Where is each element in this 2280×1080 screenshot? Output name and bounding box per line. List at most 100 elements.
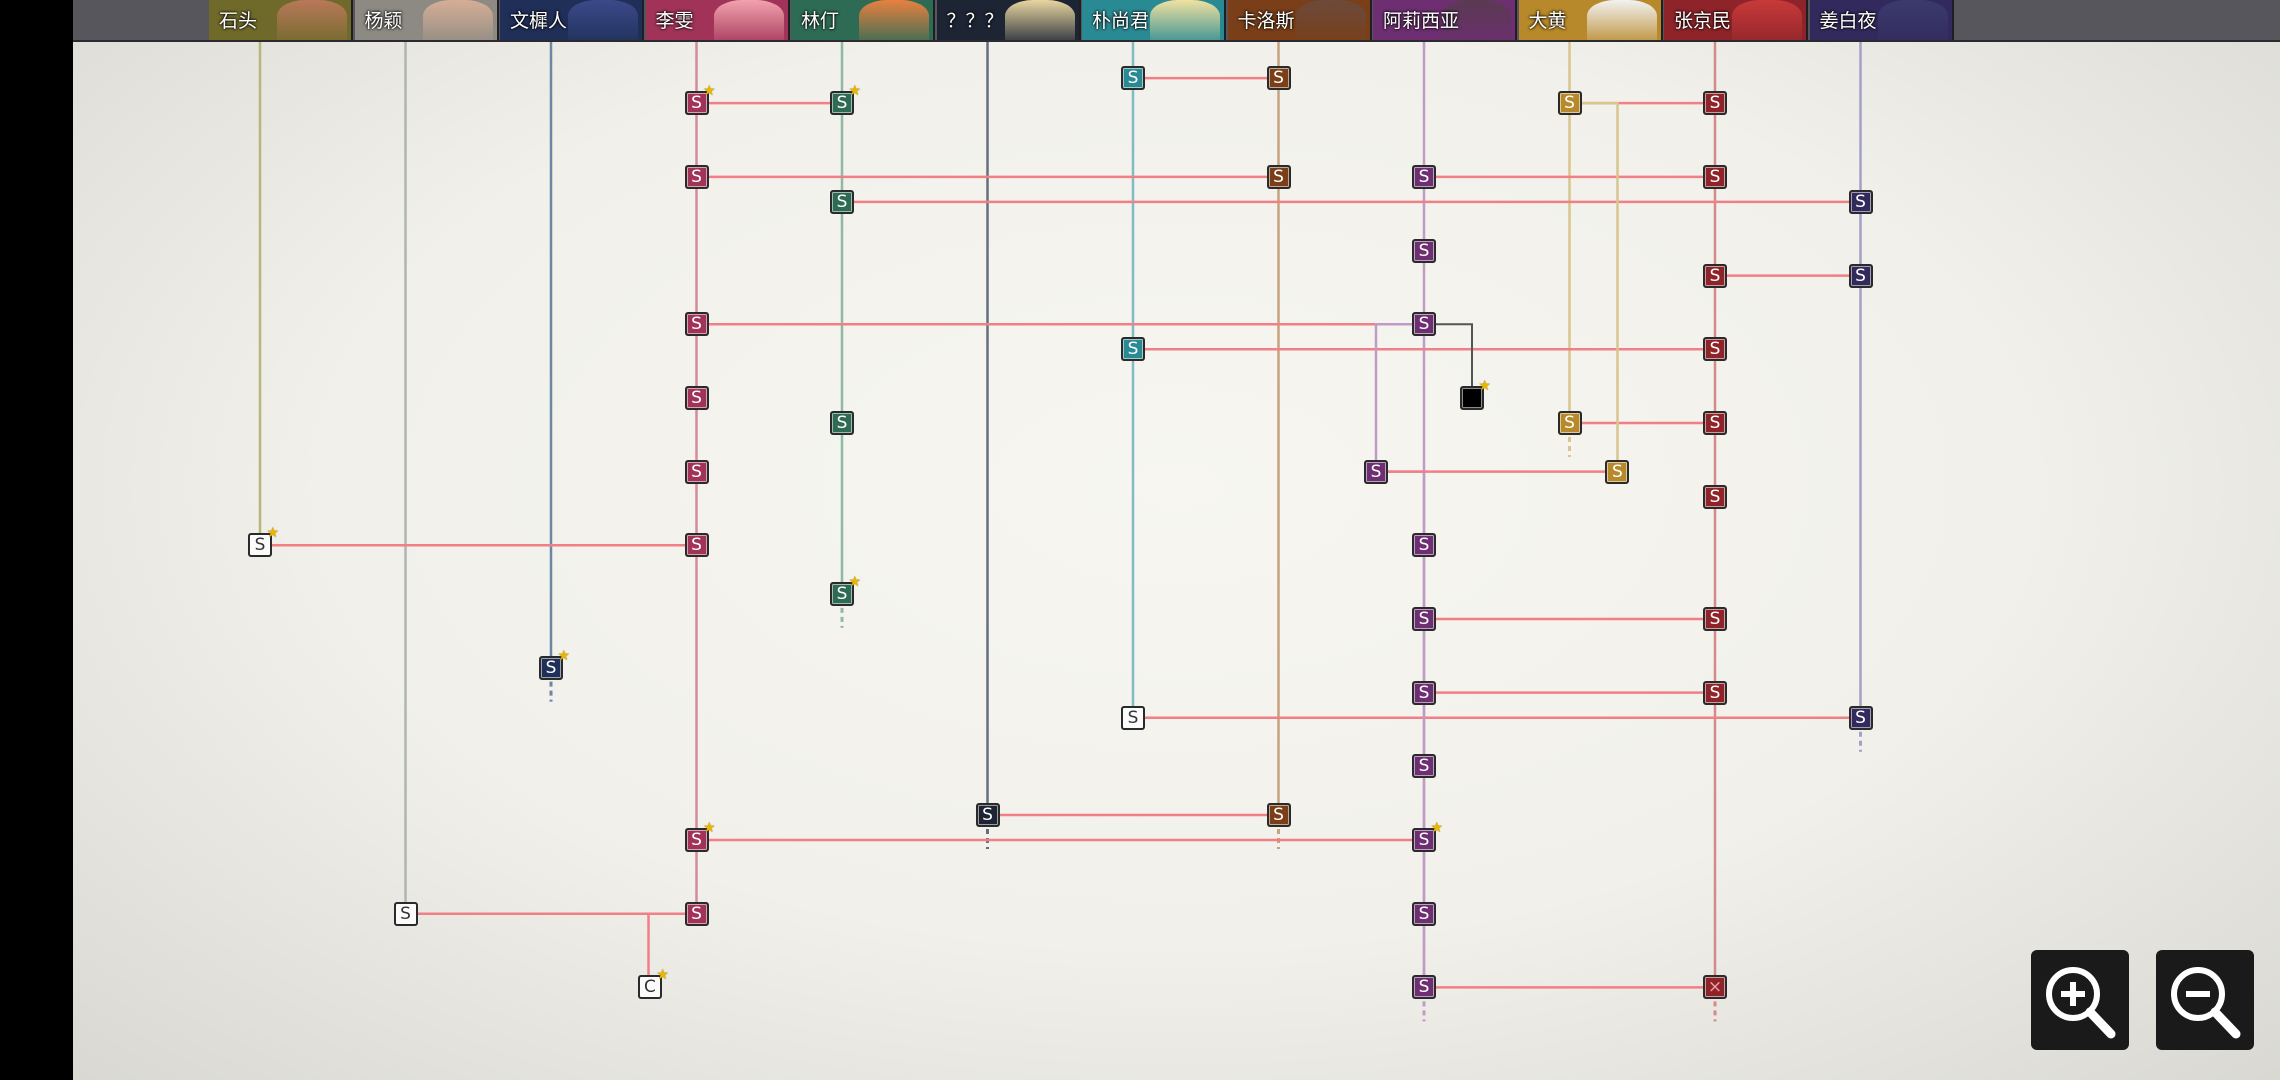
node-label: S	[691, 903, 702, 924]
story-node[interactable]: S	[684, 901, 709, 926]
node-label: S	[400, 903, 411, 924]
node-label: S	[691, 830, 702, 850]
node-label: S	[1612, 461, 1623, 482]
story-node[interactable]: S	[1364, 459, 1389, 484]
character-tab[interactable]: 卡洛斯	[1227, 0, 1372, 40]
story-node[interactable]: S	[684, 533, 709, 558]
node-label: S	[1418, 903, 1430, 924]
story-node[interactable]: S	[1412, 680, 1436, 705]
story-node[interactable]: S	[975, 802, 1000, 827]
node-label: S	[1418, 756, 1430, 777]
story-node[interactable]: S	[1412, 238, 1436, 263]
character-tab[interactable]: 朴尚君	[1082, 0, 1226, 40]
story-node[interactable]: S★	[684, 821, 716, 852]
ending-node[interactable]: ×	[1703, 975, 1727, 1000]
character-tab[interactable]: 文樨人	[500, 0, 644, 40]
node-label: S	[691, 535, 702, 556]
story-node[interactable]: S	[1703, 606, 1727, 631]
character-tab[interactable]: 阿莉西亚	[1373, 0, 1517, 40]
chapter-node[interactable]: C★	[637, 968, 669, 1000]
story-node[interactable]: S	[1266, 66, 1291, 91]
character-name: 朴尚君	[1092, 10, 1150, 32]
story-node[interactable]: S	[1412, 533, 1436, 558]
story-node[interactable]: S	[1703, 164, 1727, 189]
story-node[interactable]: S	[684, 164, 709, 189]
node-label: S	[1418, 166, 1430, 187]
locked-node[interactable]: ★	[1459, 379, 1491, 410]
story-node[interactable]: S★	[830, 575, 861, 606]
character-name: 姜白夜	[1819, 10, 1877, 32]
node-label: S	[1855, 265, 1866, 286]
story-node[interactable]: S	[1121, 66, 1145, 91]
character-tab[interactable]: 石头	[209, 0, 353, 40]
story-node[interactable]: S	[1848, 705, 1873, 730]
story-node[interactable]: S	[1266, 802, 1291, 827]
story-node[interactable]: S	[684, 385, 709, 410]
story-node[interactable]: S	[1266, 164, 1291, 189]
story-node[interactable]: S	[1412, 901, 1436, 926]
story-node[interactable]: S	[684, 312, 709, 337]
character-portrait	[1150, 0, 1220, 40]
character-tab[interactable]: 林仃	[791, 0, 935, 40]
character-tab[interactable]: 李雯	[645, 0, 790, 40]
node-label: S	[1855, 191, 1866, 212]
story-node[interactable]: S	[1412, 312, 1436, 337]
character-name: 卡洛斯	[1237, 10, 1295, 32]
story-node[interactable]: S	[1703, 410, 1727, 435]
story-node[interactable]: S	[1557, 91, 1582, 116]
node-label: ×	[1707, 977, 1723, 998]
story-node[interactable]: S	[1412, 606, 1436, 631]
character-name: 林仃	[801, 10, 840, 32]
character-portrait	[1295, 0, 1366, 40]
character-portrait	[859, 0, 929, 40]
story-node[interactable]: S	[1703, 91, 1727, 116]
story-node[interactable]: S★	[539, 649, 570, 680]
star-icon: ★	[848, 83, 861, 100]
story-node[interactable]: S★	[1412, 821, 1443, 852]
story-node[interactable]: S	[1703, 484, 1727, 509]
zoom-in-icon	[2046, 967, 2116, 1039]
story-node[interactable]: S	[1703, 337, 1727, 362]
character-tab[interactable]: ？？？	[936, 0, 1081, 40]
zoom-in-button[interactable]	[2031, 950, 2129, 1050]
zoom-out-button[interactable]	[2156, 950, 2254, 1050]
story-node[interactable]: S	[1412, 164, 1436, 189]
story-node[interactable]: S	[830, 189, 854, 214]
star-icon: ★	[557, 647, 570, 664]
story-node[interactable]: S★	[684, 84, 716, 116]
character-portrait	[1732, 0, 1802, 40]
star-icon: ★	[702, 820, 716, 836]
node-label: S	[1418, 830, 1430, 850]
story-node[interactable]: S	[1703, 263, 1727, 288]
story-node[interactable]: S	[830, 410, 854, 435]
story-node[interactable]: S	[1121, 705, 1145, 730]
story-node[interactable]: S	[1848, 189, 1873, 214]
story-node[interactable]: S	[1121, 337, 1145, 362]
character-name: 石头	[219, 10, 258, 32]
story-node[interactable]: S★	[248, 526, 279, 558]
node-label: S	[1418, 608, 1430, 629]
character-tab[interactable]: 姜白夜	[1809, 0, 1954, 40]
node-label: C	[644, 977, 656, 998]
character-bar: 石头 杨颖文樨人李雯林仃 ？？？ 朴尚君 卡洛斯 阿莉西亚大黄 张京民姜白夜	[73, 0, 2280, 42]
story-node[interactable]: S	[684, 459, 709, 484]
story-node[interactable]: S	[1412, 754, 1436, 779]
branch-connector	[647, 912, 697, 988]
story-node[interactable]: S	[1412, 975, 1436, 1000]
node-label: S	[1418, 314, 1430, 335]
character-portrait	[1586, 0, 1657, 40]
story-node[interactable]: S	[1848, 263, 1873, 288]
story-node[interactable]: S★	[830, 84, 861, 116]
story-node[interactable]: S	[1557, 410, 1582, 435]
story-node[interactable]: S	[1703, 680, 1727, 705]
story-node[interactable]: S	[1605, 459, 1630, 484]
node-label: S	[836, 93, 848, 114]
node-label: S	[691, 93, 702, 114]
character-name: 大黄	[1528, 10, 1567, 32]
character-tab[interactable]: 大黄	[1518, 0, 1663, 40]
node-label: S	[691, 166, 702, 187]
character-tab[interactable]: 张京民	[1664, 0, 1808, 40]
character-tab[interactable]: 杨颖	[354, 0, 499, 40]
story-node[interactable]: S	[393, 901, 418, 926]
